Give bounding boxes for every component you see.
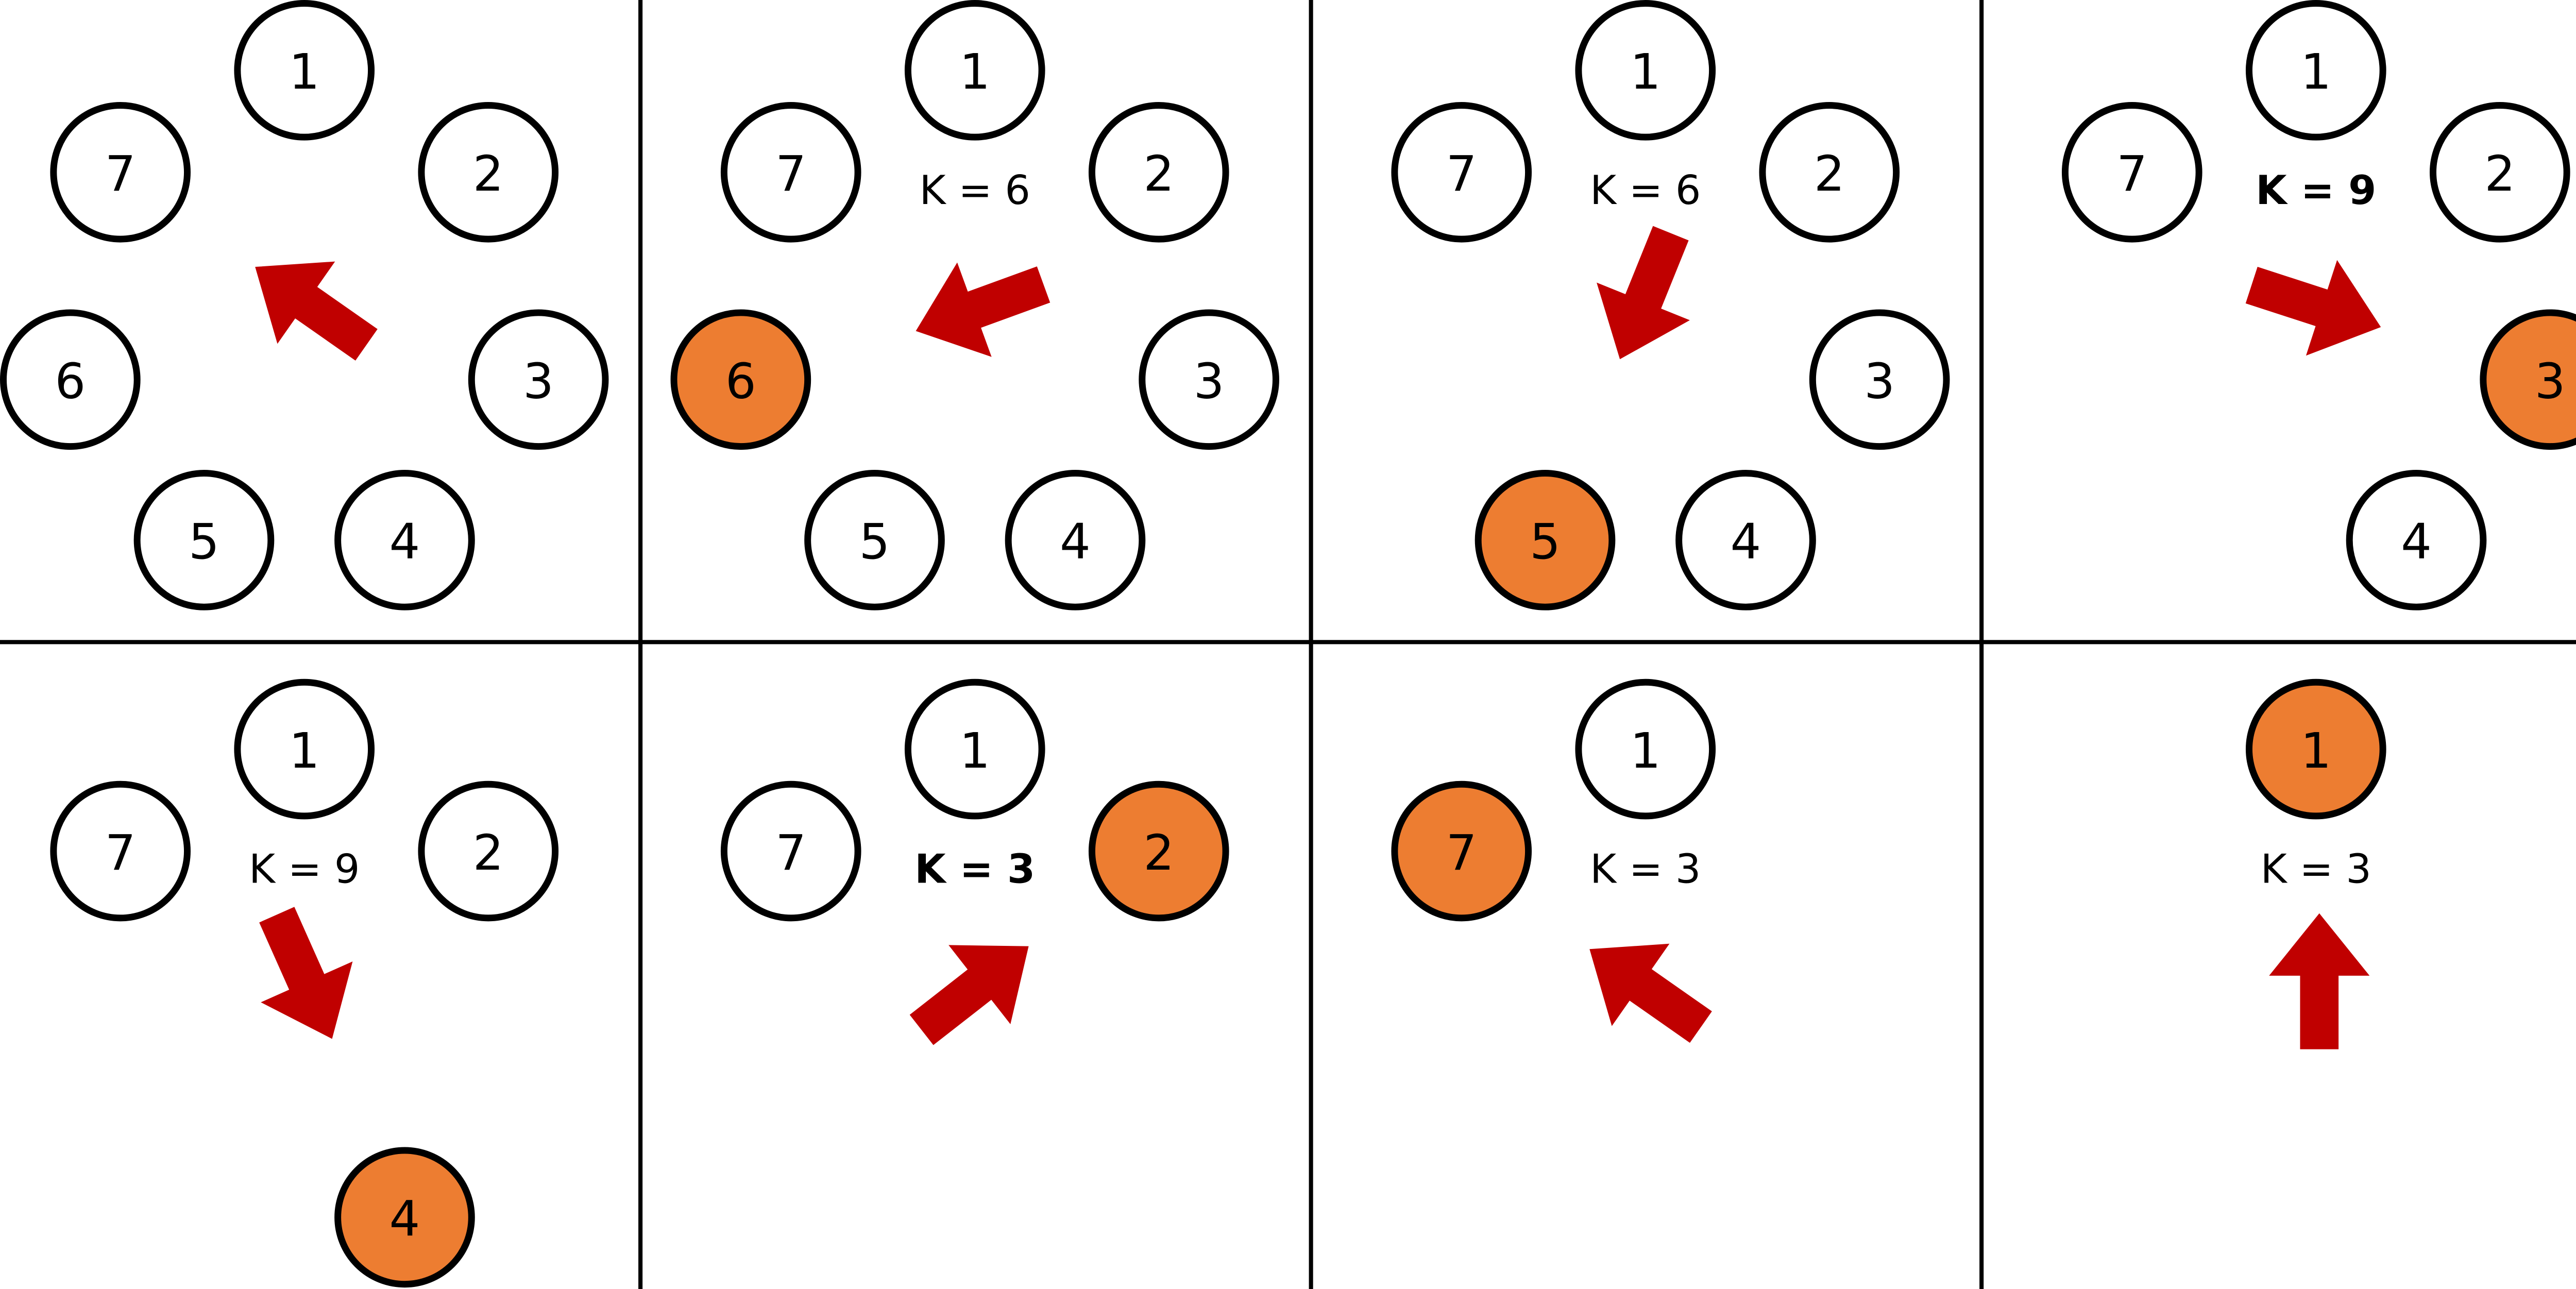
node-label-1: 1 xyxy=(2300,723,2331,779)
direction-arrow-up-left xyxy=(1589,943,1712,1043)
node-label-5: 5 xyxy=(859,514,890,570)
node-circle-1 xyxy=(2245,679,2386,820)
node-circle-3 xyxy=(1809,309,1950,450)
node-label-2: 2 xyxy=(1143,825,1174,881)
node-circle-2 xyxy=(2430,101,2570,243)
panel-8: 1 K = 3 xyxy=(2245,679,2386,1049)
node-circle-1 xyxy=(2245,0,2386,141)
node-circle-4 xyxy=(2346,470,2487,610)
node-circle-4 xyxy=(1005,470,1146,610)
node-label-1: 1 xyxy=(2300,44,2331,100)
node-label-7: 7 xyxy=(105,146,136,202)
direction-arrow-down-right xyxy=(259,907,353,1039)
node-label-7: 7 xyxy=(1446,825,1477,881)
node-circle-5 xyxy=(133,470,275,610)
node-circle-2 xyxy=(418,781,559,922)
node-circle-1 xyxy=(904,679,1045,820)
node-circle-3 xyxy=(1139,309,1279,450)
node-label-1: 1 xyxy=(289,44,320,100)
node-label-4: 4 xyxy=(2401,514,2432,570)
node-circle-3 xyxy=(2480,309,2576,450)
k-value-label: K = 3 xyxy=(914,846,1035,893)
node-circle-6 xyxy=(0,309,141,450)
node-circle-1 xyxy=(234,679,375,820)
node-circle-4 xyxy=(334,470,475,610)
node-label-7: 7 xyxy=(1446,146,1477,202)
direction-arrow-right-down xyxy=(2245,260,2381,356)
node-circle-2 xyxy=(1088,781,1229,922)
node-circle-5 xyxy=(1475,470,1616,610)
node-label-2: 2 xyxy=(1143,146,1174,202)
direction-arrow-left-down xyxy=(916,262,1050,357)
node-label-4: 4 xyxy=(389,514,420,570)
k-value-label: K = 3 xyxy=(2261,846,2371,893)
direction-arrow-down-left xyxy=(1597,226,1690,360)
panel-5: 1 2 4 7 K = 9 xyxy=(50,679,559,1288)
node-circle-7 xyxy=(720,781,861,922)
node-label-1: 1 xyxy=(289,723,320,779)
k-value-label: K = 9 xyxy=(249,846,360,893)
node-circle-1 xyxy=(1575,0,1716,141)
k-value-label: K = 9 xyxy=(2256,167,2376,214)
node-circle-5 xyxy=(804,470,945,610)
node-circle-7 xyxy=(50,781,191,922)
node-circle-1 xyxy=(234,0,375,141)
node-circle-4 xyxy=(334,1147,475,1288)
node-label-1: 1 xyxy=(1630,44,1661,100)
k-value-label: K = 6 xyxy=(920,167,1030,214)
node-label-7: 7 xyxy=(775,825,806,881)
node-label-2: 2 xyxy=(473,146,504,202)
node-circle-7 xyxy=(1391,101,1532,243)
panel-6: 1 2 7 K = 3 xyxy=(720,679,1229,1045)
node-label-6: 6 xyxy=(55,353,86,410)
direction-arrow-up-right xyxy=(909,945,1029,1045)
node-label-2: 2 xyxy=(2484,146,2515,202)
node-circle-1 xyxy=(904,0,1045,141)
node-label-1: 1 xyxy=(1630,723,1661,779)
node-circle-7 xyxy=(50,101,191,243)
node-label-1: 1 xyxy=(959,44,990,100)
node-label-5: 5 xyxy=(189,514,219,570)
k-value-label: K = 3 xyxy=(1590,846,1701,893)
panel-7: 1 7 K = 3 xyxy=(1391,679,1716,1043)
node-label-2: 2 xyxy=(473,825,504,881)
node-circle-2 xyxy=(1088,101,1229,243)
node-circle-7 xyxy=(720,101,861,243)
node-label-7: 7 xyxy=(775,146,806,202)
node-circle-6 xyxy=(670,309,811,450)
node-label-5: 5 xyxy=(1530,514,1561,570)
direction-arrow-up xyxy=(2269,913,2370,1049)
k-value-label: K = 6 xyxy=(1590,167,1701,214)
node-label-3: 3 xyxy=(1864,353,1895,410)
node-circle-4 xyxy=(1675,470,1816,610)
node-label-6: 6 xyxy=(725,353,756,410)
node-circle-7 xyxy=(2061,101,2202,243)
panel-1: 1 2 3 4 5 6 7 xyxy=(0,0,609,610)
node-label-2: 2 xyxy=(1814,146,1845,202)
node-circle-2 xyxy=(1759,101,1900,243)
node-label-3: 3 xyxy=(1194,353,1225,410)
panel-2: 1 2 3 4 5 6 7 K = 6 xyxy=(670,0,1279,610)
panel-4: 1 2 3 4 7 K = 9 xyxy=(2061,0,2576,610)
panel-3: 1 2 3 4 5 7 K = 6 xyxy=(1391,0,1950,610)
node-label-7: 7 xyxy=(2116,146,2147,202)
node-label-4: 4 xyxy=(1731,514,1761,570)
direction-arrow-up-left xyxy=(255,261,378,361)
node-label-7: 7 xyxy=(105,825,136,881)
node-label-1: 1 xyxy=(959,723,990,779)
node-label-3: 3 xyxy=(2535,353,2566,410)
node-circle-2 xyxy=(418,101,559,243)
node-label-4: 4 xyxy=(1060,514,1091,570)
node-circle-1 xyxy=(1575,679,1716,820)
node-circle-7 xyxy=(1391,781,1532,922)
node-circle-3 xyxy=(468,309,609,450)
node-label-4: 4 xyxy=(389,1192,420,1248)
node-label-3: 3 xyxy=(523,353,554,410)
